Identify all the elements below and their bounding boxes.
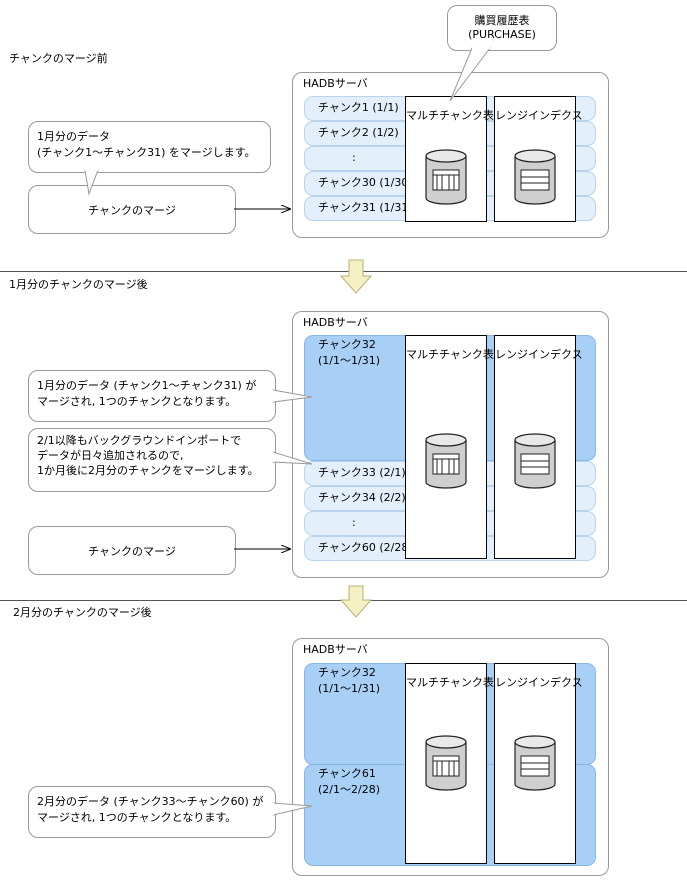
multichunk-db-icon [425,433,467,489]
chunk-label-2: チャンク2 (1/2) [318,126,399,139]
section-title-after-feb-merge: 2月分のチャンクのマージ後 [13,606,152,619]
callout-text-line1: 2/1以降もバックグラウンドインポートで [37,434,242,447]
merge-result-callout-3: 2月分のデータ (チャンク33〜チャンク60) が マージされ, 1つのチャンク… [28,786,276,838]
multichunk-db-icon [425,149,467,205]
multichunk-db-icon [425,735,467,791]
range-index-panel-2: レンジインデクス [494,335,583,559]
chunk-label-34: チャンク34 (2/2) [318,491,406,504]
section-title-before-merge: チャンクのマージ前 [9,52,108,65]
chunk-label-ellipsis: : [352,151,356,164]
chunk-merge-label: チャンクのマージ [88,545,176,558]
purchase-table-callout: 購買履歴表 (PURCHASE) [447,5,557,51]
multichunk-table-label: マルチチャンク表 [406,676,494,689]
multichunk-table-label: マルチチャンク表 [406,348,494,361]
callout-text-line2: マージされ, 1つのチャンクとなります。 [37,395,237,408]
chunk-merge-label: チャンクのマージ [88,204,176,217]
range-index-label: レンジインデクス [495,676,583,689]
callout-tail-1 [84,169,99,196]
chunk-label-ellipsis-2: : [352,516,356,529]
chunk32-label-line1: チャンク32 [318,666,376,679]
chunk-label-30: チャンク30 (1/30) [318,176,413,189]
section-title-after-jan-merge: 1月分のチャンクのマージ後 [9,278,148,291]
server-label: HADBサーバ [303,643,368,656]
background-import-callout: 2/1以降もバックグラウンドインポートで データが日々追加されるので, 1か月後… [28,428,276,492]
purchase-table-id: (PURCHASE) [468,28,536,41]
range-index-db-icon [514,433,556,489]
chunk-label-1: チャンク1 (1/1) [318,101,399,114]
merge-result-callout-2: 1月分のデータ (チャンク1〜チャンク31) が マージされ, 1つのチャンクと… [28,370,276,422]
merge-description-callout-1: 1月分のデータ (チャンク1〜チャンク31) をマージします。 [28,121,271,173]
server-label: HADBサーバ [303,77,368,90]
server-label: HADBサーバ [303,316,368,329]
chunk-merge-button-1[interactable]: チャンクのマージ [28,185,236,234]
callout-text-line1: 2月分のデータ (チャンク33〜チャンク60) が [37,795,264,808]
flow-down-arrow-2 [339,585,373,618]
chunk-label-33: チャンク33 (2/1) [318,466,406,479]
callout-text-line3: 1か月後に2月分のチャンクをマージします。 [37,464,259,477]
callout-text-line1: 1月分のデータ [37,130,110,143]
callout-text-line2: (チャンク1〜チャンク31) をマージします。 [37,146,256,159]
callout-tail-3 [272,802,313,816]
callout-tail-2b [272,451,313,465]
callout-text-line2: データが日々追加されるので, [37,449,184,462]
chunk32-label-line2: (1/1〜1/31) [318,682,380,695]
chunk-label-60: チャンク60 (2/28) [318,541,413,554]
range-index-db-icon [514,735,556,791]
multichunk-table-label: マルチチャンク表 [406,109,494,122]
chunk-merge-button-2[interactable]: チャンクのマージ [28,526,236,575]
range-index-label: レンジインデクス [495,348,583,361]
callout-text-line2: マージされ, 1つのチャンクとなります。 [37,811,237,824]
chunk-label-31: チャンク31 (1/31) [318,201,413,214]
range-index-db-icon [514,149,556,205]
range-index-label: レンジインデクス [495,109,583,122]
purchase-callout-tail [449,47,492,102]
flow-down-arrow-1 [339,259,373,294]
chunk61-label-line1: チャンク61 [318,767,376,780]
chunk61-label-line2: (2/1〜2/28) [318,783,380,796]
chunk32-label-line1: チャンク32 [318,338,376,351]
callout-tail-2a [272,389,313,403]
callout-text-line1: 1月分のデータ (チャンク1〜チャンク31) が [37,379,257,392]
divider-1 [0,271,687,272]
chunk32-label-line2: (1/1〜1/31) [318,354,380,367]
purchase-table-name: 購買履歴表 [474,14,530,27]
